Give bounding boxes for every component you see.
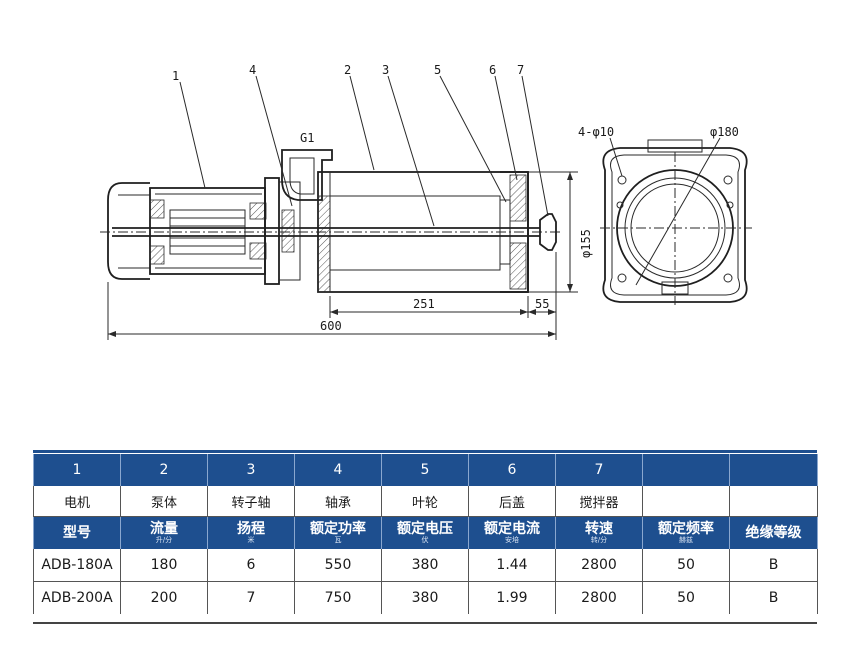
part-number	[729, 454, 818, 486]
header-head: 扬程米	[207, 516, 295, 549]
pump-technical-drawing: 1 4 2 3 5 6 7 G1 φ155 251 55 600 4-φ10 φ…	[100, 63, 752, 340]
callout-1: 1	[172, 69, 179, 83]
cell: 750	[294, 581, 382, 614]
part-name	[642, 486, 730, 517]
callout-6: 6	[489, 63, 496, 77]
cell: B	[729, 581, 818, 614]
cell: 550	[294, 549, 382, 582]
cell: 2800	[555, 581, 643, 614]
part-name: 电机	[33, 486, 121, 517]
part-number: 7	[555, 454, 643, 486]
header-model: 型号	[33, 516, 121, 549]
callout-5: 5	[434, 63, 441, 77]
header-flow: 流量升/分	[120, 516, 208, 549]
spec-header-row: 型号 流量升/分 扬程米 额定功率瓦 额定电压伏 额定电流安培 转速转/分 额定…	[33, 516, 818, 549]
cell: 200	[120, 581, 208, 614]
dim-600: 600	[320, 319, 342, 333]
part-number: 1	[33, 454, 121, 486]
header-voltage: 额定电压伏	[381, 516, 469, 549]
part-name	[729, 486, 818, 517]
part-name-row: 电机 泵体 转子轴 轴承 叶轮 后盖 搅拌器	[33, 486, 818, 517]
part-name: 泵体	[120, 486, 208, 517]
cell: 50	[642, 581, 730, 614]
cell: ADB-200A	[33, 581, 121, 614]
part-number: 6	[468, 454, 556, 486]
cell: B	[729, 549, 818, 582]
callout-3: 3	[382, 63, 389, 77]
cell: 7	[207, 581, 295, 614]
cell: 50	[642, 549, 730, 582]
pump-end-view: 4-φ10 φ180	[578, 125, 752, 305]
dim-d180: φ180	[710, 125, 739, 139]
cell: 380	[381, 581, 469, 614]
part-number-row: 1 2 3 4 5 6 7	[33, 454, 818, 486]
header-speed: 转速转/分	[555, 516, 643, 549]
part-name: 搅拌器	[555, 486, 643, 517]
cell: 180	[120, 549, 208, 582]
cell: 1.99	[468, 581, 556, 614]
header-frequency: 额定频率赫兹	[642, 516, 730, 549]
part-number: 3	[207, 454, 295, 486]
part-number: 5	[381, 454, 469, 486]
cell: 6	[207, 549, 295, 582]
part-name: 转子轴	[207, 486, 295, 517]
part-name: 轴承	[294, 486, 382, 517]
part-number: 4	[294, 454, 382, 486]
table-bottom-rule	[33, 622, 817, 624]
table-row: ADB-180A 180 6 550 380 1.44 2800 50 B	[33, 549, 818, 582]
cell: ADB-180A	[33, 549, 121, 582]
callout-7: 7	[517, 63, 524, 77]
table-row: ADB-200A 200 7 750 380 1.99 2800 50 B	[33, 581, 818, 614]
dim-holes: 4-φ10	[578, 125, 614, 139]
inlet-label: G1	[300, 131, 314, 145]
table-top-rule	[33, 450, 817, 453]
part-name: 叶轮	[381, 486, 469, 517]
callout-2: 2	[344, 63, 351, 77]
header-insulation: 绝缘等级	[729, 516, 818, 549]
part-name: 后盖	[468, 486, 556, 517]
callout-4: 4	[249, 63, 256, 77]
pump-side-view: 1 4 2 3 5 6 7 G1 φ155 251 55 600	[100, 63, 593, 340]
part-number: 2	[120, 454, 208, 486]
cell: 2800	[555, 549, 643, 582]
spec-table: 1 2 3 4 5 6 7 电机 泵体 转子轴 轴承 叶轮 后盖 搅拌器 型号 …	[33, 454, 818, 614]
header-current: 额定电流安培	[468, 516, 556, 549]
dim-d155: φ155	[579, 229, 593, 258]
header-power: 额定功率瓦	[294, 516, 382, 549]
dim-251: 251	[413, 297, 435, 311]
dim-55: 55	[535, 297, 549, 311]
part-number	[642, 454, 730, 486]
cell: 1.44	[468, 549, 556, 582]
cell: 380	[381, 549, 469, 582]
